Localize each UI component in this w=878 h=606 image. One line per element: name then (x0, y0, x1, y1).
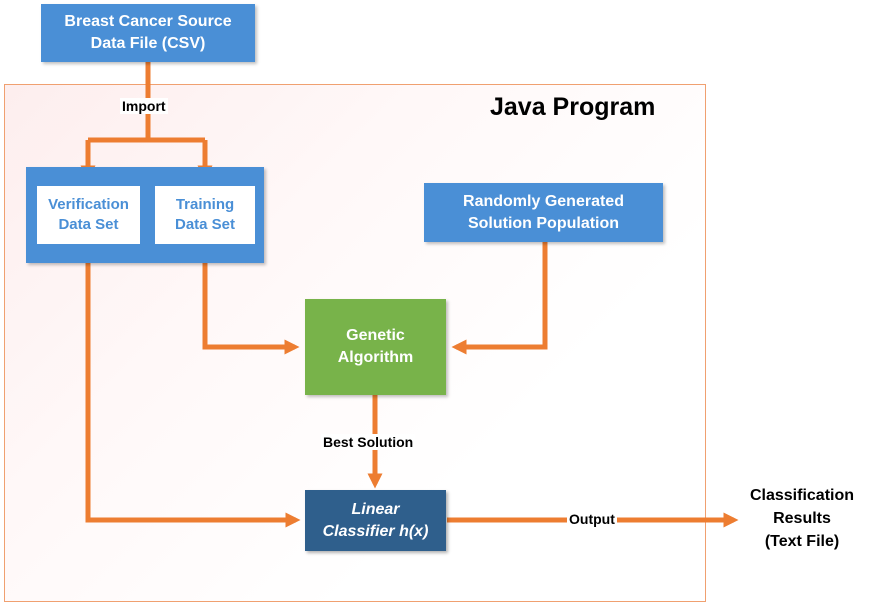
output-label: Output (567, 511, 617, 527)
verification-data-set-box: Verification Data Set (37, 186, 140, 244)
linear-classifier-box: Linear Classifier h(x) (305, 490, 446, 551)
import-label: Import (120, 98, 168, 114)
verification-to-classifier-arrow (85, 244, 301, 528)
java-program-title: Java Program (490, 93, 656, 121)
training-to-ga-arrow (202, 244, 300, 355)
genetic-algorithm-box: Genetic Algorithm (305, 299, 446, 395)
training-data-set-box: Training Data Set (155, 186, 255, 244)
best-solution-label: Best Solution (321, 434, 416, 450)
random-population-box: Randomly Generated Solution Population (424, 183, 663, 242)
source-data-file-box: Breast Cancer Source Data File (CSV) (41, 4, 255, 62)
classification-results-text: Classification Results (Text File) (749, 487, 855, 551)
population-to-ga-arrow (451, 242, 548, 355)
